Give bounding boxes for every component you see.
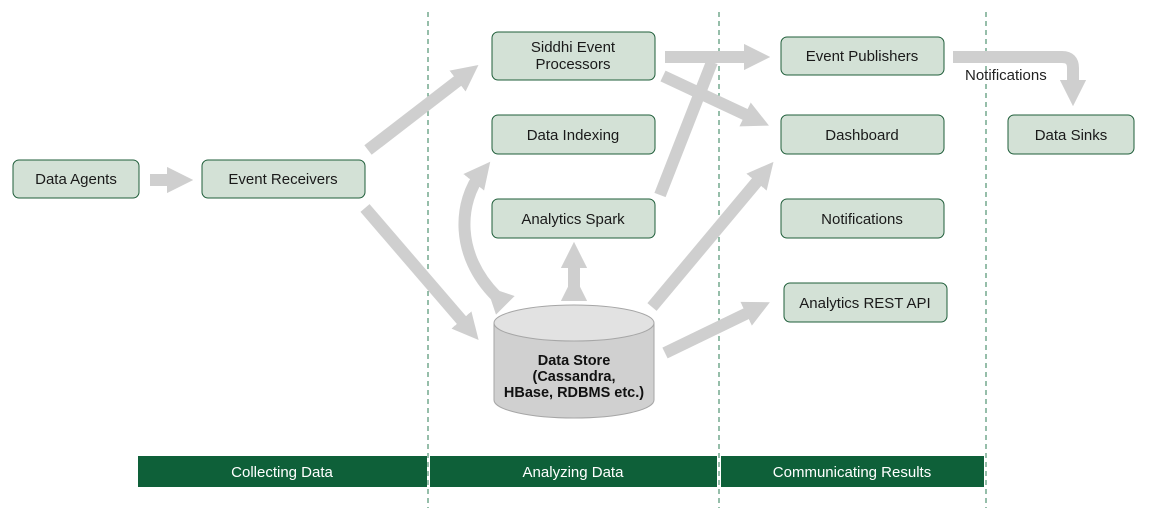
arrow-siddhi-to-dashboard	[660, 70, 769, 127]
data-store-cylinder-top	[493, 304, 655, 342]
data-store-label-line2: (Cassandra,	[532, 369, 615, 385]
node-notifications-label: Notifications	[821, 211, 903, 228]
data-store-label-line1: Data Store	[538, 353, 611, 369]
node-data-store: Data Store (Cassandra, HBase, RDBMS etc.…	[493, 304, 655, 419]
edge-label-notifications: Notifications	[965, 67, 1047, 84]
node-analytics-rest-api: Analytics REST API	[783, 282, 948, 323]
arrow-store-to-dashboard	[647, 161, 774, 311]
node-dashboard-label: Dashboard	[825, 127, 898, 144]
phase-label-analyzing: Analyzing Data	[523, 464, 625, 481]
arrow-spark-to-publishers	[654, 59, 718, 198]
phase-label-communicating: Communicating Results	[773, 464, 931, 481]
phase-label-collecting: Collecting Data	[231, 464, 333, 481]
node-event-publishers: Event Publishers	[780, 36, 945, 76]
node-siddhi-event-processors: Siddhi Event Processors	[491, 31, 656, 81]
node-data-sinks-label: Data Sinks	[1035, 127, 1108, 144]
node-data-agents: Data Agents	[12, 159, 140, 199]
node-event-publishers-label: Event Publishers	[806, 48, 919, 65]
data-store-cylinder-body	[493, 323, 655, 419]
arrow-store-indexing-curve	[458, 161, 515, 315]
node-event-receivers-label: Event Receivers	[228, 171, 337, 188]
arrow-receivers-to-siddhi	[364, 64, 479, 155]
node-data-sinks: Data Sinks	[1007, 114, 1135, 155]
arrow-publishers-to-sinks	[953, 51, 1087, 107]
node-data-agents-label: Data Agents	[35, 171, 117, 188]
arrow-store-to-restapi	[662, 301, 770, 359]
node-notifications: Notifications	[780, 198, 945, 239]
node-analytics-rest-api-label: Analytics REST API	[799, 295, 930, 312]
phase-band-communicating: Communicating Results	[721, 456, 984, 487]
node-siddhi-label-line2: Processors	[535, 56, 610, 73]
phase-band-collecting: Collecting Data	[138, 456, 427, 487]
node-data-indexing-label: Data Indexing	[527, 127, 620, 144]
arrows	[150, 43, 1087, 359]
node-dashboard: Dashboard	[780, 114, 945, 155]
arrow-receivers-to-store	[360, 204, 479, 341]
phase-band-analyzing: Analyzing Data	[430, 456, 717, 487]
node-data-indexing: Data Indexing	[491, 114, 656, 155]
data-store-label-line3: HBase, RDBMS etc.)	[504, 385, 644, 401]
node-siddhi-label-line1: Siddhi Event	[531, 39, 616, 56]
node-analytics-spark-label: Analytics Spark	[521, 211, 625, 228]
node-analytics-spark: Analytics Spark	[491, 198, 656, 239]
node-event-receivers: Event Receivers	[201, 159, 366, 199]
